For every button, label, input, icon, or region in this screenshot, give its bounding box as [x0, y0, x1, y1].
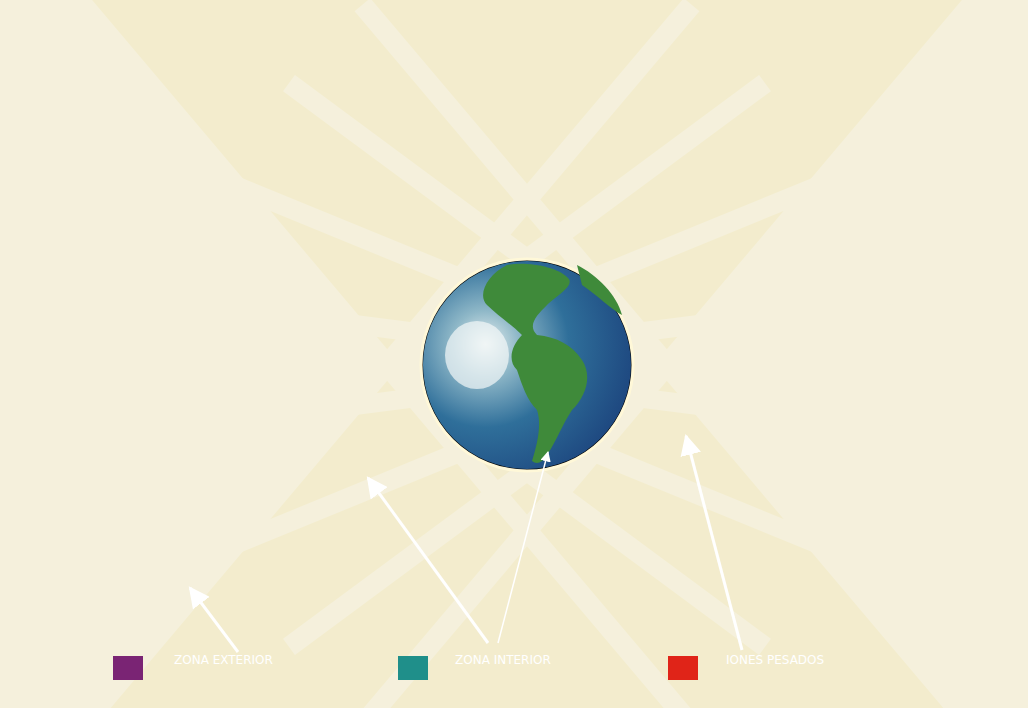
legend-swatch: [398, 656, 428, 680]
legend-swatch: [113, 656, 143, 680]
legend-swatch: [668, 656, 698, 680]
legend-label: IONES PESADOS: [726, 653, 824, 667]
legend-label: ZONA EXTERIOR: [174, 653, 273, 667]
legend-label: ZONA INTERIOR: [455, 653, 551, 667]
